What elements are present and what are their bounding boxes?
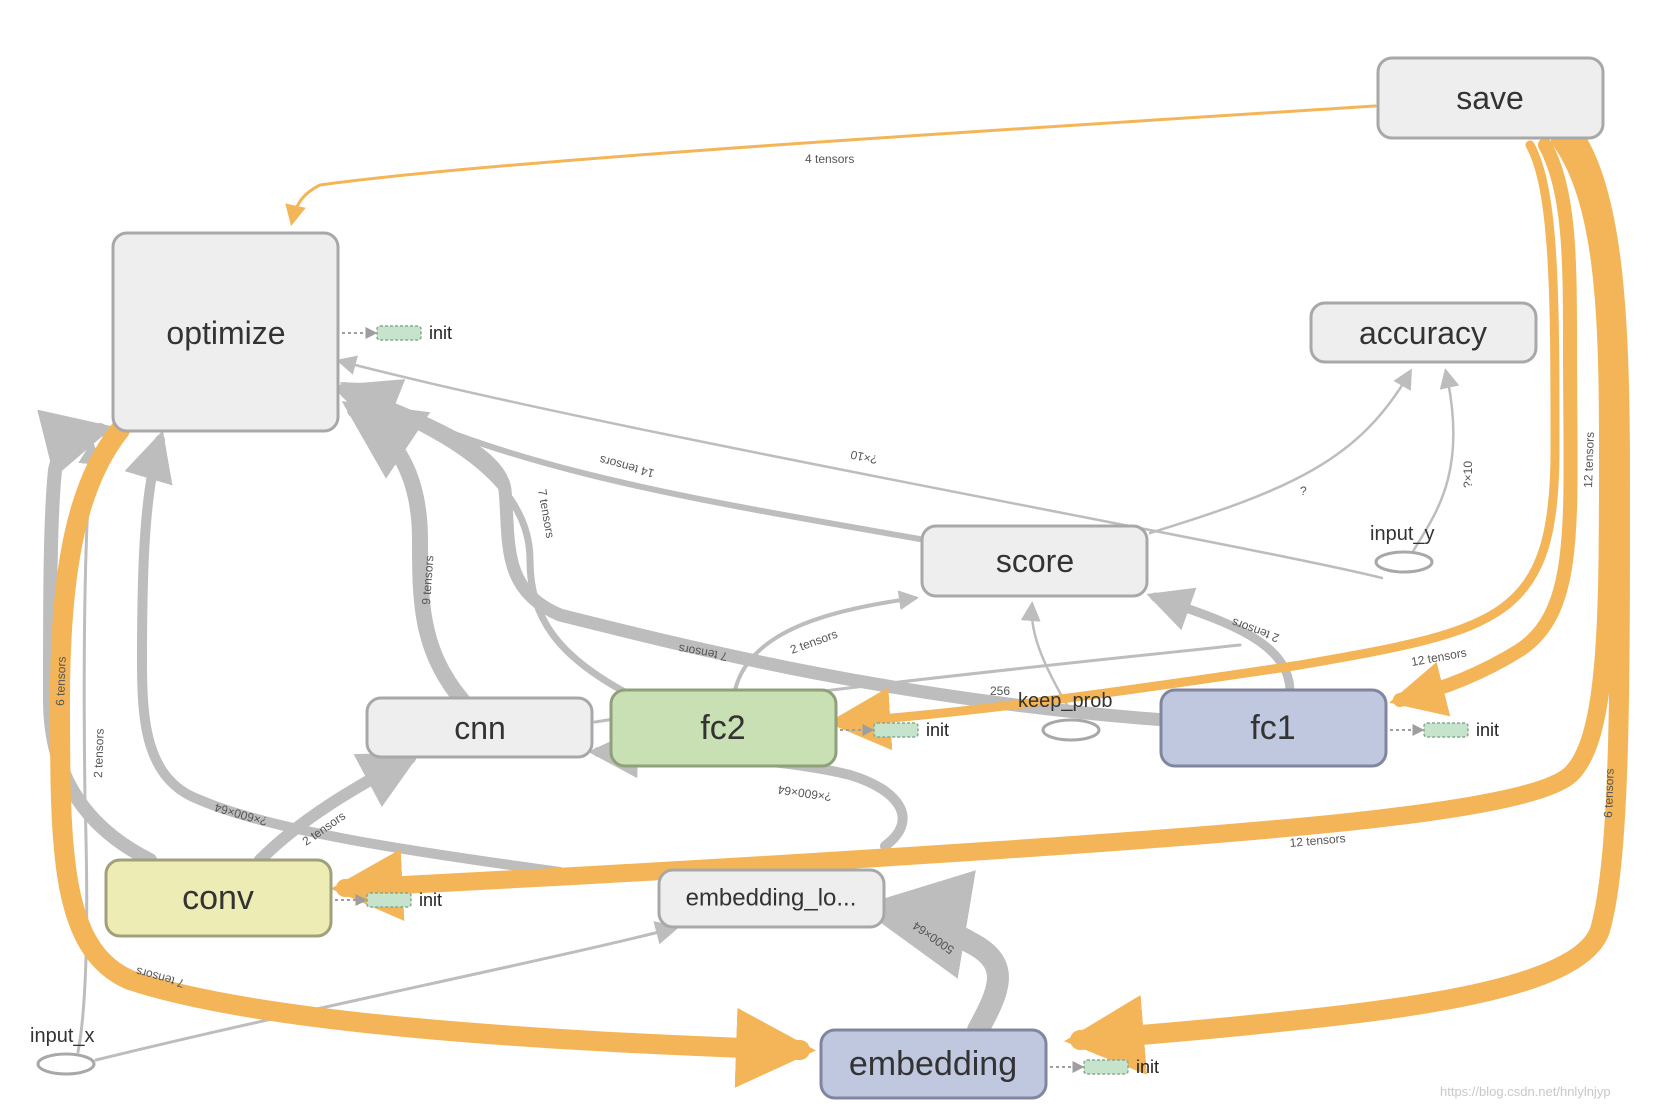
init-embedding-box[interactable] (1083, 1059, 1129, 1075)
init-conv-box[interactable] (366, 892, 412, 908)
watermark-text: https://blog.csdn.net/hnlylnjyp (1440, 1084, 1611, 1099)
edge-label-inputx-optimize: 2 tensors (91, 728, 107, 778)
edge-label-emblookup-optimize: ?×600×64 (213, 800, 269, 828)
edge-label-score-accuracy: ? (1300, 484, 1307, 498)
node-accuracy-label: accuracy (1359, 315, 1487, 351)
edge-label-save-optimize: 4 tensors (805, 152, 854, 166)
node-embedding[interactable]: embedding (819, 1028, 1048, 1100)
edge-label-fc2-score: 2 tensors (788, 627, 839, 657)
edge-inputx-emblookup (94, 921, 680, 1062)
init-embedding-label: init (1136, 1057, 1159, 1077)
init-fc2-box[interactable] (873, 722, 919, 738)
edge-label-save-conv: 12 tensors (1289, 831, 1346, 850)
node-optimize-label: optimize (166, 315, 285, 351)
edge-save-embedding (1064, 128, 1631, 1075)
edge-save-conv (330, 131, 1618, 921)
node-embedding-lookup-label: embedding_lo... (686, 885, 857, 912)
edge-label-inputy-accuracy: ?×10 (1461, 461, 1475, 488)
node-conv-box (104, 858, 333, 938)
placeholders: input_y keep_prob input_x (30, 523, 1435, 1076)
node-fc1-box (1159, 688, 1388, 768)
edge-inputy-accuracy (1406, 368, 1460, 562)
edge-conv-cnn (254, 752, 421, 866)
edge-label-save-fc2: 12 tensors (1581, 432, 1597, 489)
node-cnn[interactable]: cnn (365, 696, 594, 759)
edge-fc2-score (733, 590, 919, 692)
edge-label-inputy-optimize: ?×10 (849, 447, 879, 466)
placeholder-input-x[interactable]: input_x (30, 1025, 96, 1076)
node-score-label: score (996, 543, 1074, 579)
init-boxes: init init init init init (366, 323, 1499, 1077)
edge-label-cnn-optimize: 9 tensors (419, 555, 436, 605)
node-fc1[interactable]: fc1 (1159, 688, 1388, 768)
init-fc1-label: init (1476, 720, 1499, 740)
placeholder-input-y-shape (1374, 550, 1434, 574)
placeholder-input-x-shape (36, 1052, 96, 1076)
init-conv-label: init (419, 890, 442, 910)
node-embedding-box (819, 1028, 1048, 1100)
placeholder-keep-prob-label: keep_prob (1018, 690, 1113, 712)
node-fc2[interactable]: fc2 (609, 688, 838, 768)
node-cnn-box (365, 696, 594, 759)
node-fc1-label: fc1 (1250, 709, 1295, 747)
node-save[interactable]: save (1376, 56, 1605, 140)
node-save-box (1376, 56, 1605, 140)
edge-inputy-optimize (336, 355, 1384, 580)
edge-fc1-score (1146, 587, 1295, 697)
edge-cnn-optimize (341, 401, 470, 708)
node-cnn-label: cnn (454, 710, 506, 746)
edge-label-emblookup-cnn: ?×600×64 (777, 782, 833, 803)
placeholder-input-y[interactable]: input_y (1370, 523, 1435, 574)
edge-save-optimize (285, 104, 1377, 227)
edge-label-cnn-fc1: 256 (990, 684, 1010, 698)
edge-label-conv-optimize: 6 tensors (53, 656, 69, 706)
edge-embedding-emblookup (858, 870, 1009, 1041)
edge-save-fc2 (827, 140, 1560, 751)
init-fc1-box[interactable] (1423, 722, 1469, 738)
edge-label-save-embedding: 6 tensors (1601, 768, 1617, 818)
node-save-label: save (1456, 80, 1524, 116)
init-optimize-label: init (429, 323, 452, 343)
node-optimize[interactable]: optimize (111, 231, 340, 433)
edge-label-save-fc1: 12 tensors (1410, 645, 1468, 669)
edge-fc1-optimize (332, 379, 1172, 727)
init-nodes (335, 327, 1425, 1073)
placeholder-input-y-label: input_y (1370, 523, 1435, 545)
init-optimize-box[interactable] (376, 325, 422, 341)
edge-label-fc1-optimize-a: 7 tensors (535, 488, 557, 539)
edge-conv-optimize (37, 409, 157, 867)
node-accuracy-box (1309, 301, 1538, 364)
node-conv-label: conv (182, 879, 254, 917)
edge-emblookup-optimize (124, 430, 565, 877)
init-fc2-label: init (926, 720, 949, 740)
nodes: save optimize accuracy score cnn fc2 (104, 56, 1605, 1100)
node-fc2-label: fc2 (700, 709, 745, 747)
node-optimize-box (111, 231, 340, 433)
node-embedding-lookup-box (657, 868, 886, 929)
node-embedding-label: embedding (849, 1045, 1017, 1083)
edge-save-fc1 (1389, 138, 1578, 717)
edge-score-accuracy (1148, 368, 1412, 535)
node-fc2-box (609, 688, 838, 768)
node-accuracy[interactable]: accuracy (1309, 301, 1538, 364)
node-conv[interactable]: conv (104, 858, 333, 938)
edge-optimize-embedding (49, 420, 816, 1088)
node-embedding-lookup[interactable]: embedding_lo... (657, 868, 886, 929)
node-score-box (920, 524, 1149, 598)
placeholder-input-x-label: input_x (30, 1025, 95, 1047)
placeholder-keep-prob-shape (1041, 718, 1101, 742)
placeholder-keep-prob[interactable]: keep_prob (1018, 690, 1113, 742)
node-score[interactable]: score (920, 524, 1149, 598)
